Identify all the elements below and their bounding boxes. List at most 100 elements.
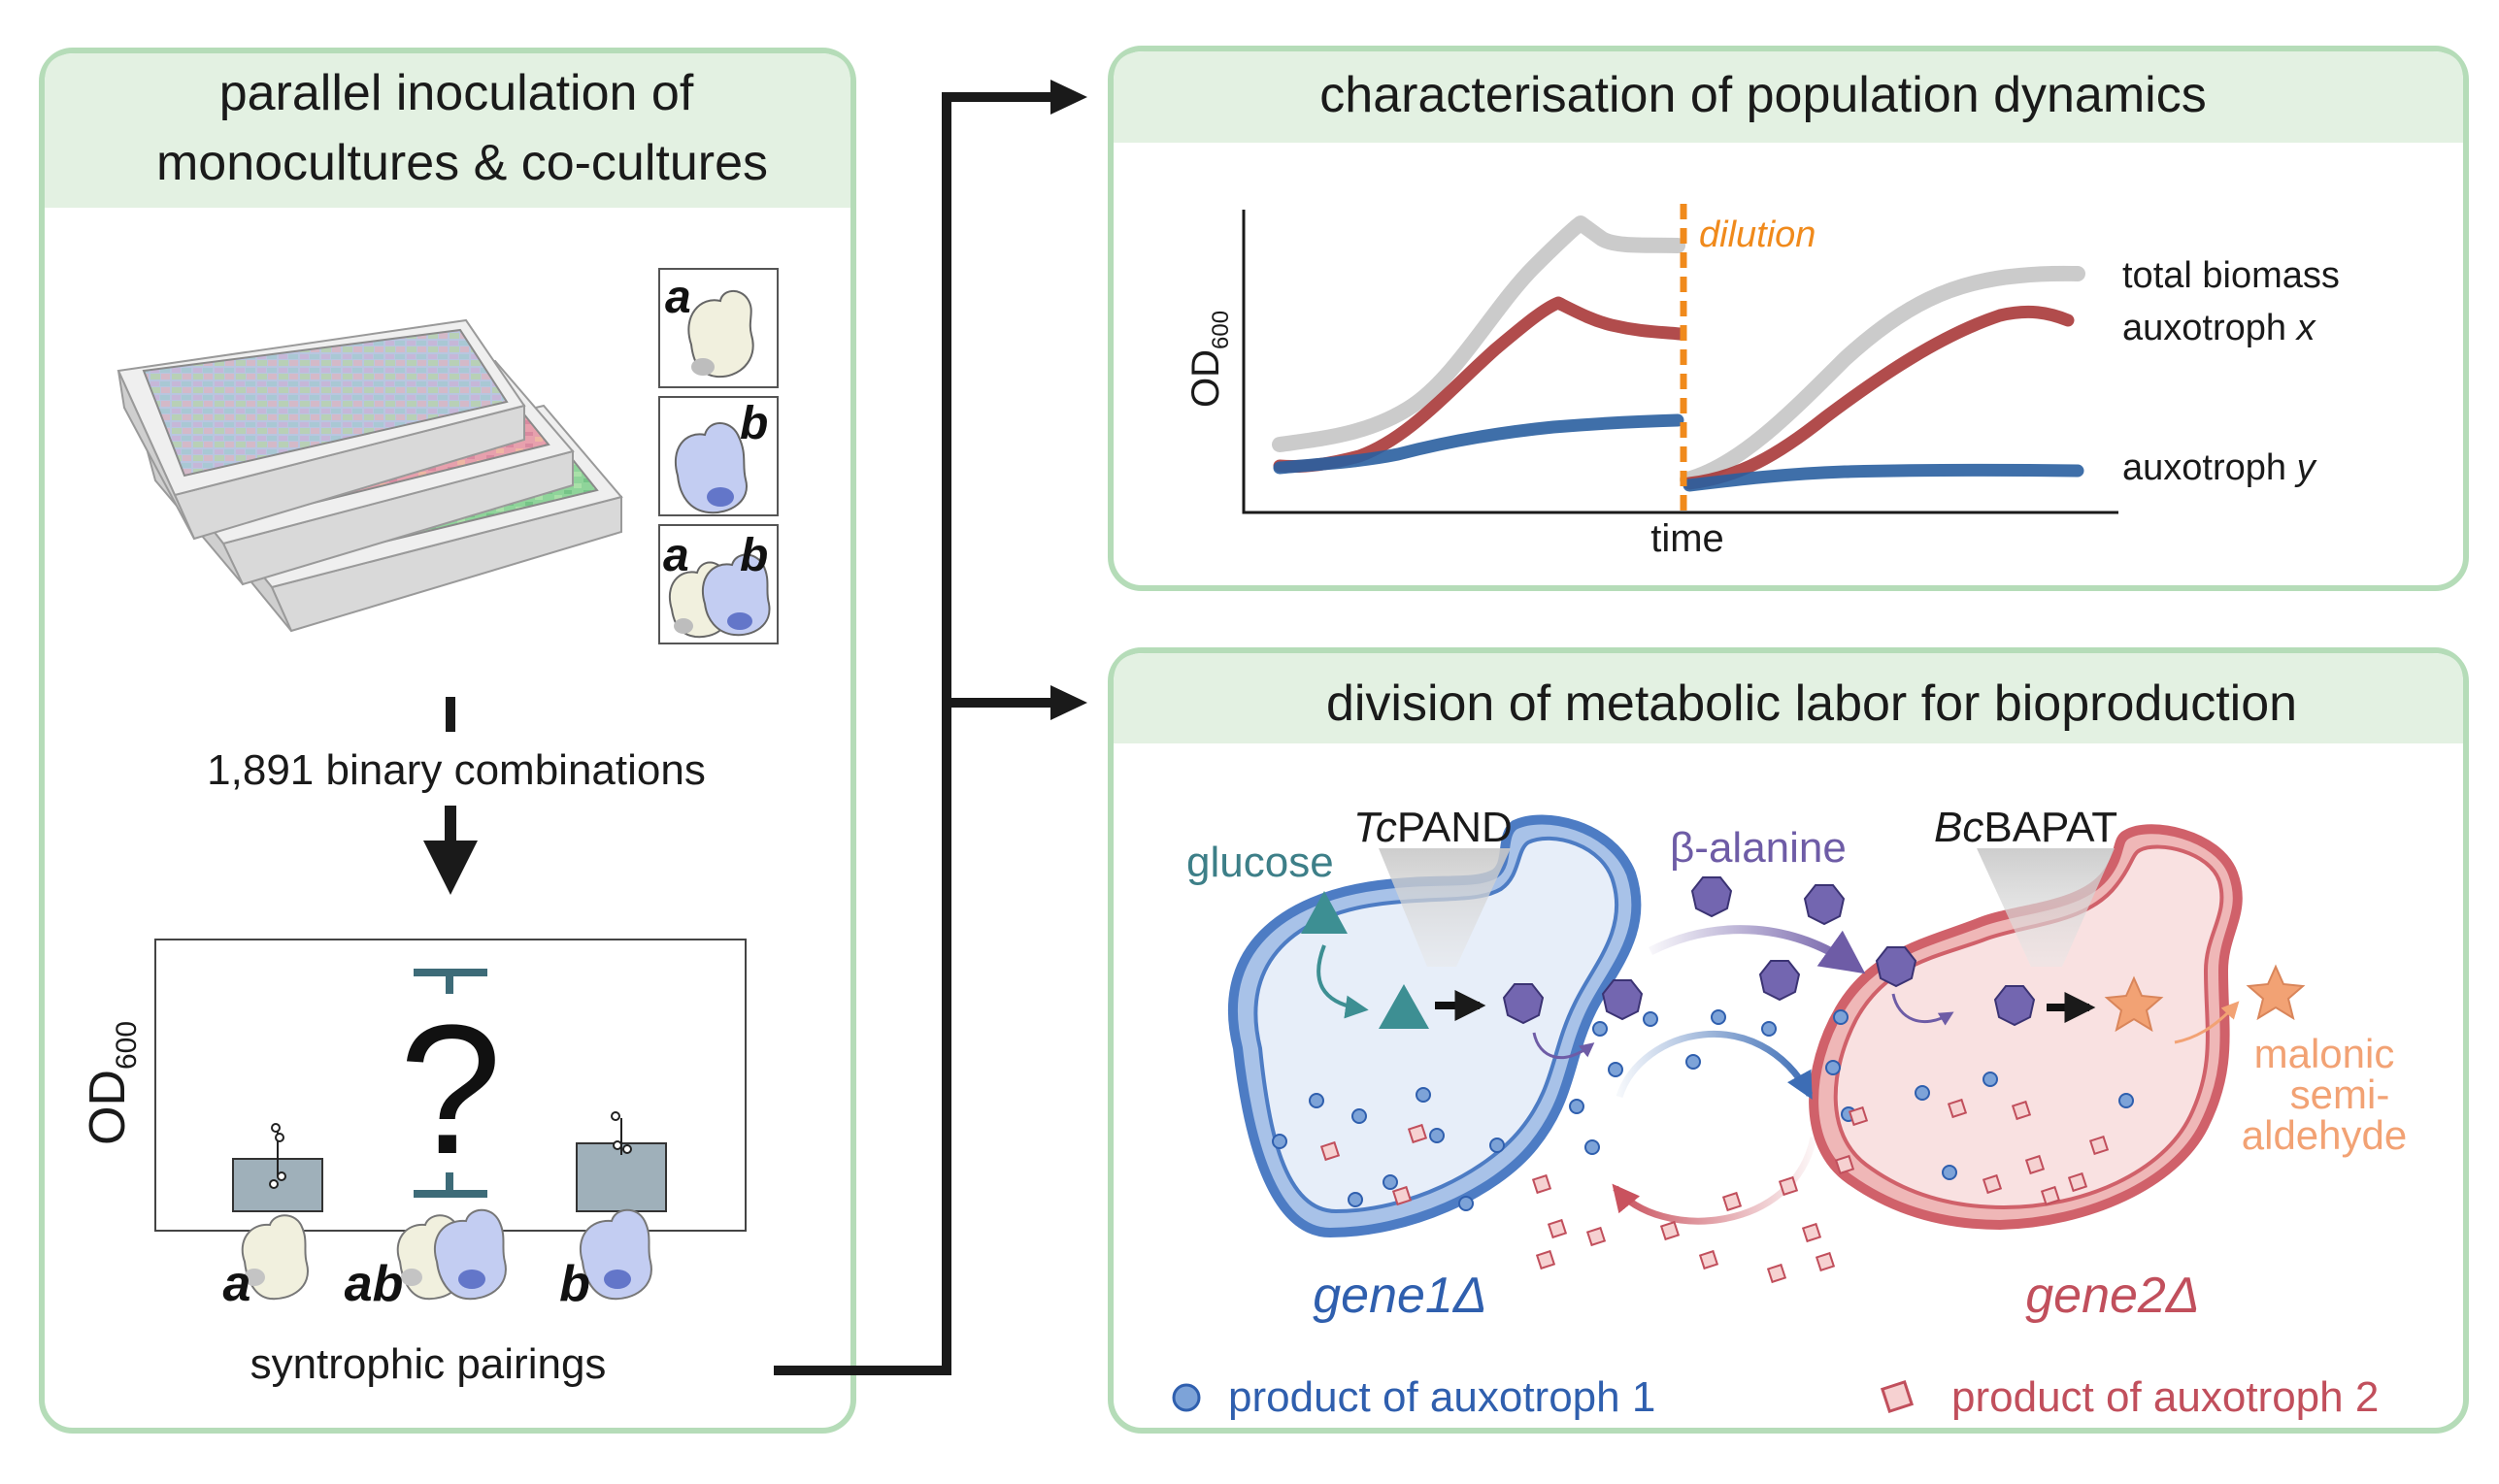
product-label-line2: semi- [2290,1072,2390,1117]
product1-dot [1458,1196,1474,1211]
product2-squares [1319,1098,2110,1284]
product1-dots [1272,1009,2134,1211]
product1-dot [1348,1192,1363,1207]
syntrophic-caption: syntrophic pairings [250,1340,607,1388]
yeast-cell-axis-b-icon [580,1208,652,1301]
chart-axes [1242,210,2118,514]
errorbar-ab-top-stem [446,969,453,994]
product2-square [1778,1175,1799,1197]
od-chart-ylabel: OD600 [1184,311,1234,408]
total-biomass-curve-b [1680,265,2085,487]
beta-alanine-small-arrow-2 [1891,993,1954,1026]
product1-dot [1272,1134,1287,1149]
product1-dot [1833,1009,1849,1025]
product2-square [1698,1249,1719,1270]
product1-dot [1685,1054,1701,1070]
legend-product2-label: product of auxotroph 2 [1951,1373,2379,1421]
product1-dot [1942,1165,1957,1180]
coculture-ab-box: a b [658,524,779,644]
product1-dot [1416,1087,1431,1103]
data-point-a [277,1171,286,1181]
product1-dot [1351,1108,1367,1124]
enzyme2-beam [1977,848,2115,967]
bar-category-label: b [559,1256,590,1312]
data-point-b [613,1140,622,1150]
yeast-cell-axis-ab-b-icon [434,1208,507,1301]
beta-alanine-molecule-icon [1601,979,1644,1021]
product2-square [1535,1249,1556,1270]
monoculture-b-box: b [658,396,779,516]
data-point-b [622,1144,632,1154]
beta-alanine-molecule-icon [1803,884,1846,926]
product2-square [1319,1140,1341,1162]
beta-alanine-molecule-icon [1875,946,1917,988]
yeast-cell-b-co-icon [702,553,771,637]
left-panel: parallel inoculation of monocultures & c… [39,48,856,1434]
data-point-a [271,1123,281,1133]
yeast-cell-a-icon [687,290,754,379]
connector-dash [446,697,455,732]
beta-alanine-molecule-icon [1758,960,1801,1002]
exchange-arrow-red [1612,1137,1817,1225]
enzyme1-label: TcPAND [1353,804,1513,851]
product2-square [1815,1251,1836,1272]
data-point-b [611,1111,620,1121]
population-dynamics-panel: characterisation of population dynamics … [1108,46,2469,591]
bottom-right-panel-header [1114,653,2463,743]
product2-square [1585,1226,1607,1247]
product2-square [1947,1098,1968,1119]
glucose-label: glucose [1186,839,1334,886]
product2-square [2040,1185,2061,1206]
od-chart-xlabel: time [1650,517,1724,560]
product-label-line1: malonic [2254,1031,2395,1076]
product1-dot [1569,1099,1584,1114]
legend-product2-icon [1880,1379,1915,1414]
product1-dot [1608,1062,1623,1077]
mono-b-label: b [740,398,768,449]
dilution-label: dilution [1699,214,1816,255]
product2-square [1721,1191,1743,1212]
product1-dot [1643,1011,1658,1027]
errorbar-ab-bottom-stem [446,1172,453,1194]
mono-a-label: a [665,272,691,323]
legend-auxotroph-y: auxotroph y [2122,447,2317,488]
enzyme2-label: BcBAPAT [1934,804,2117,851]
product-label-line3: aldehyde [2242,1112,2407,1158]
auxotroph-y-curve-a [1273,413,1684,475]
question-mark: ? [399,987,502,1193]
product-star-inside [2104,975,2164,1033]
product-star-outside [2246,964,2306,1021]
product2-square [1982,1173,2003,1195]
flow-line-bottom [774,92,1053,1375]
down-arrow-head [423,841,478,895]
product2-square [1659,1220,1681,1241]
beta-alanine-small-arrow-1 [1532,1032,1595,1060]
product1-dot [1915,1085,1930,1101]
left-panel-title-line2: monocultures & co-cultures [156,135,768,191]
product2-square [1801,1222,1822,1243]
product1-dot [1489,1138,1505,1153]
combinations-text: 1,891 binary combinations [207,746,706,794]
bar-category-label: ab [345,1256,404,1312]
product2-square [1407,1123,1428,1144]
top-right-panel-header [1114,51,2463,143]
product1-dot [1592,1021,1608,1037]
product1-dot [1711,1009,1726,1025]
glucose-triangle-inside [1379,984,1429,1029]
bar-chart-ylabel: OD600 [80,1021,143,1145]
down-arrow-shaft [445,806,456,842]
legend-product1-label: product of auxotroph 1 [1228,1373,1655,1421]
product2-square [1391,1185,1413,1206]
enzyme1-beam [1379,848,1511,967]
legend-product1-icon [1172,1383,1201,1412]
exchange-arrow-blue [1616,1030,1814,1100]
bioproduction-panel: division of metabolic labor for bioprodu… [1108,647,2469,1434]
product2-square [1547,1218,1568,1239]
total-biomass-curve-a [1272,215,1685,452]
legend-auxotroph-x: auxotroph x [2122,308,2317,348]
auxotroph-x-curve-b [1683,305,2075,490]
product2-square [1848,1105,1869,1127]
co-b-label: b [740,530,768,581]
